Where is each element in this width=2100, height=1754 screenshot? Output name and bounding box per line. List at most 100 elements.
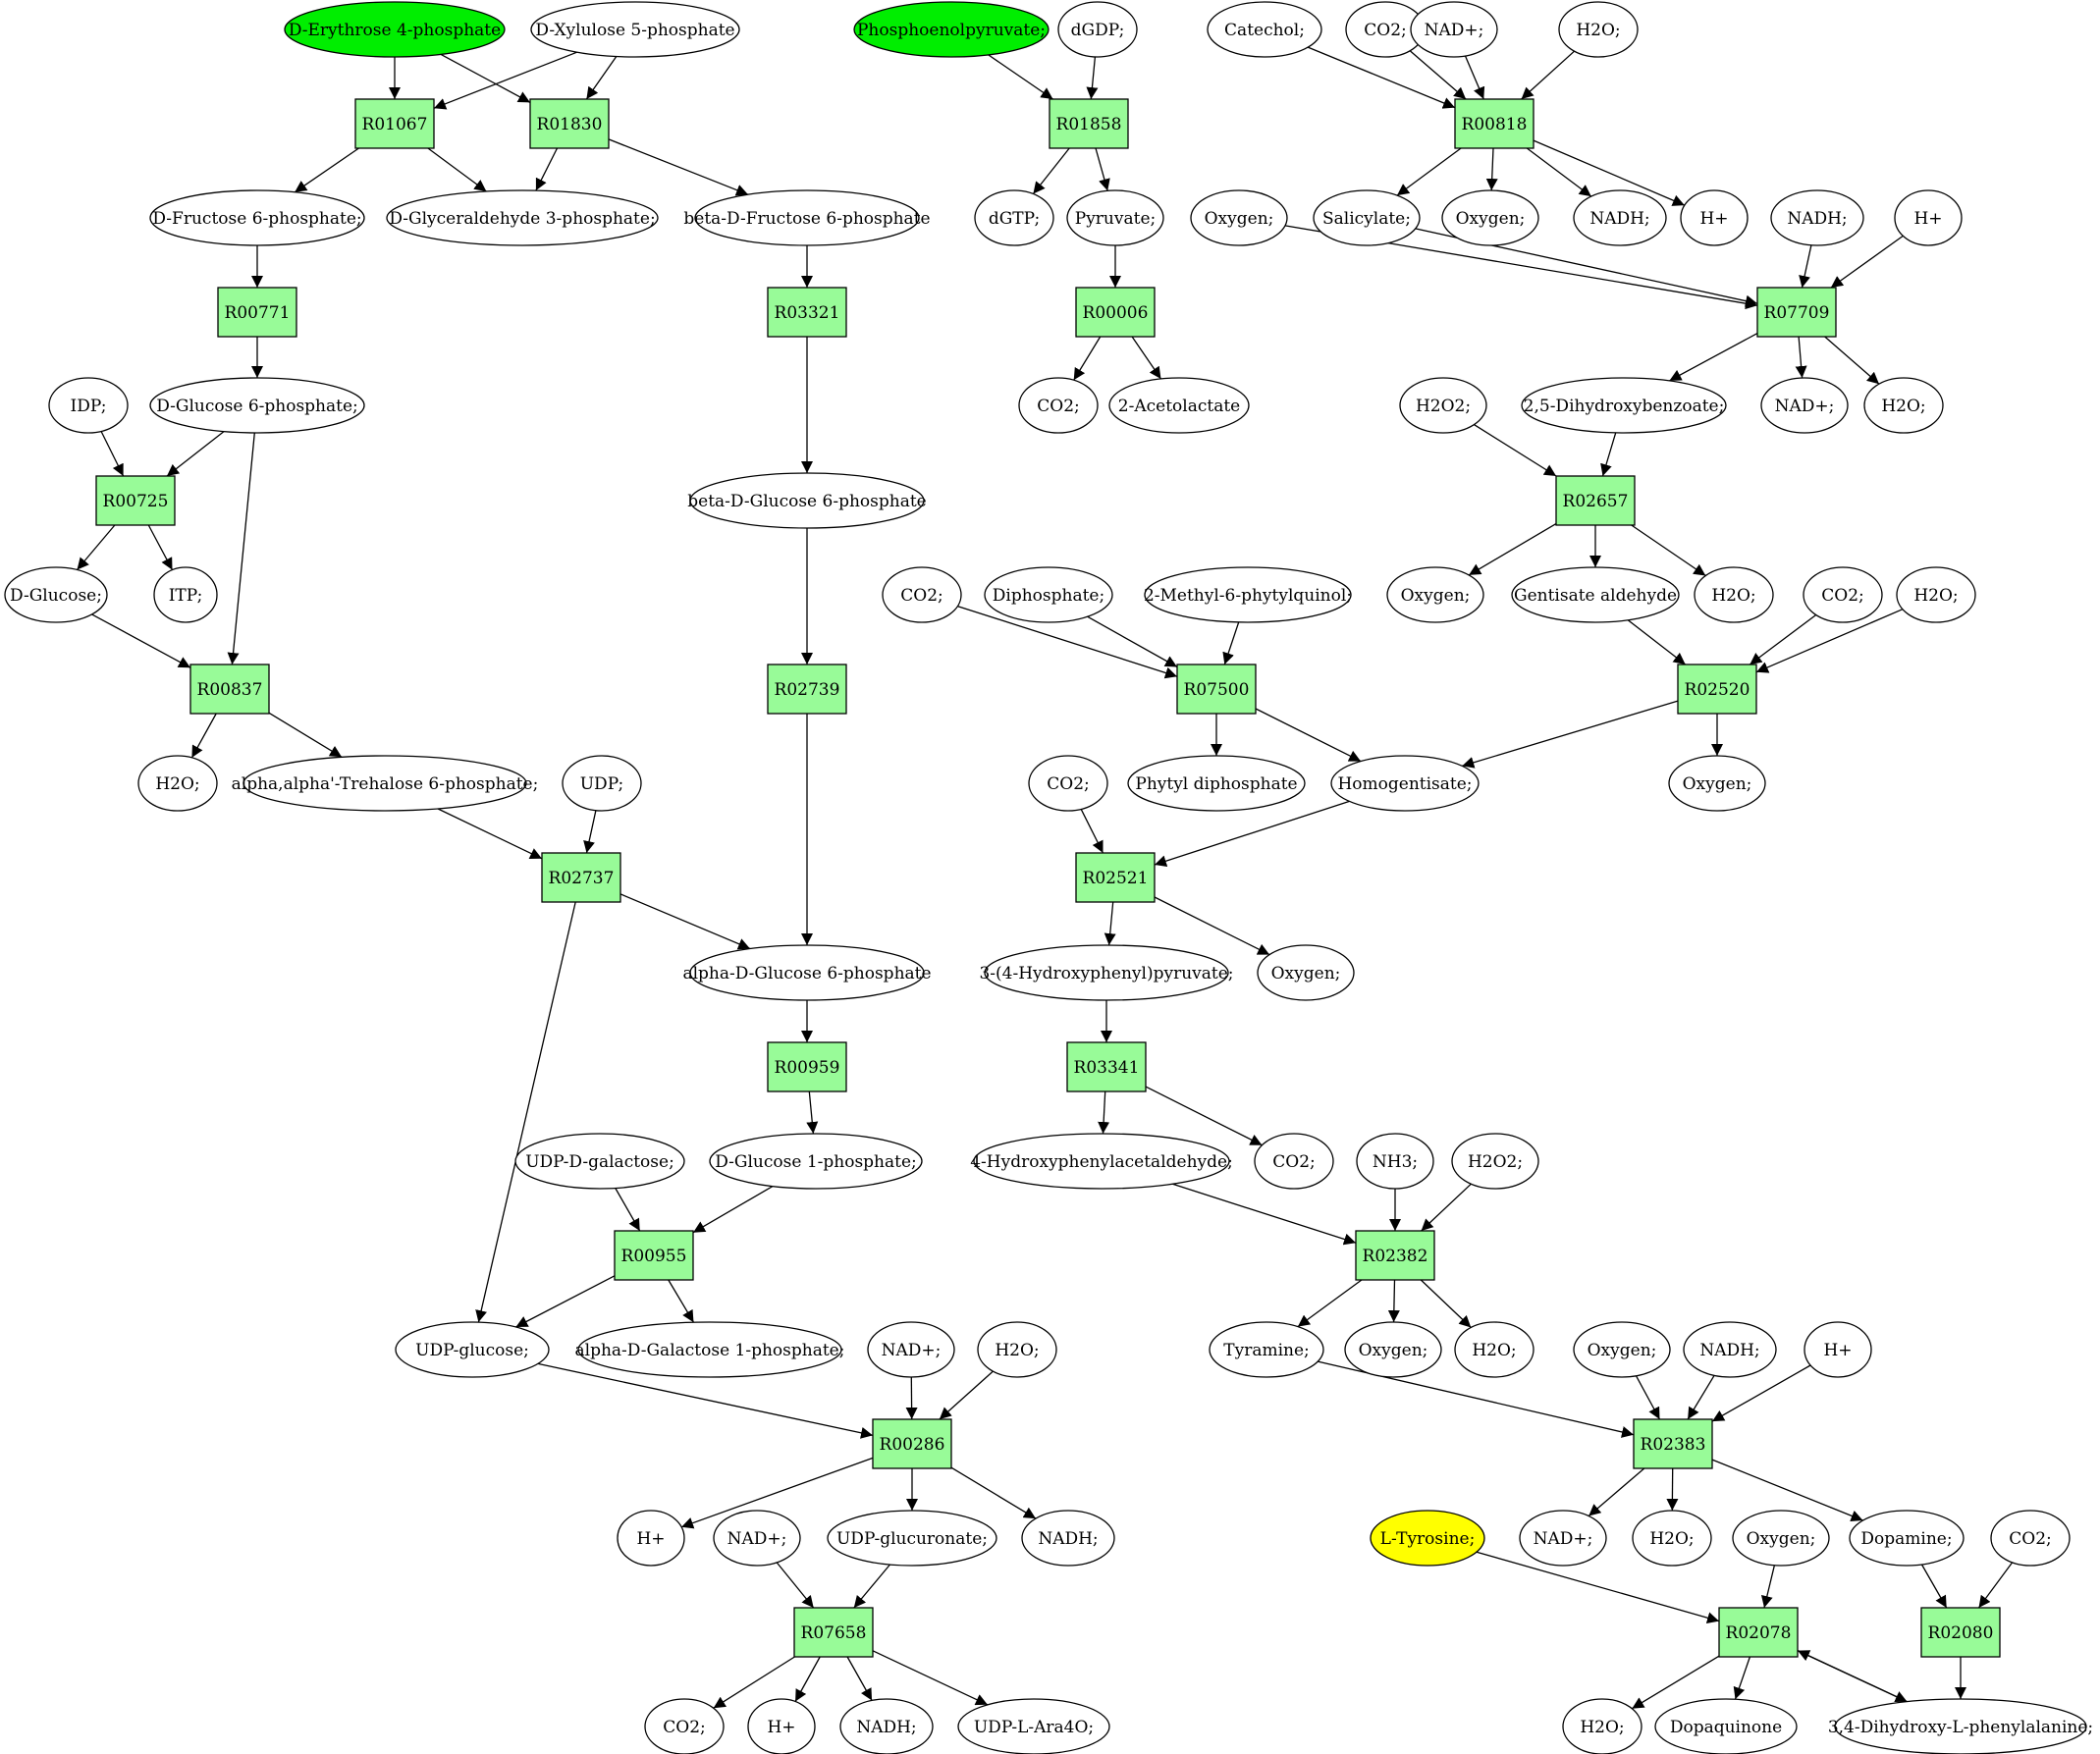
reaction-node-R02521[interactable]: R02521 — [1075, 852, 1156, 903]
reaction-node-R02383[interactable]: R02383 — [1633, 1418, 1713, 1469]
compound-node-co2-r3b[interactable]: CO2; — [1803, 566, 1883, 623]
compound-node-ldopa[interactable]: 3,4-Dihydroxy-L-phenylalanine; — [1828, 1698, 2093, 1754]
compound-node-salicylate[interactable]: Salicylate; — [1313, 189, 1421, 246]
compound-node-dopaquinone[interactable]: Dopaquinone — [1654, 1698, 1798, 1754]
reaction-node-R00818[interactable]: R00818 — [1454, 98, 1535, 149]
compound-node-dgtp[interactable]: dGTP; — [974, 189, 1054, 246]
reaction-node-R01830[interactable]: R01830 — [529, 98, 610, 149]
compound-node-udpgal[interactable]: UDP-D-galactose; — [514, 1133, 685, 1190]
compound-node-h2o-r9[interactable]: H2O; — [1562, 1698, 1642, 1754]
compound-node-co2-top[interactable]: CO2; — [1345, 1, 1426, 58]
reaction-node-R03341[interactable]: R03341 — [1066, 1041, 1147, 1092]
compound-node-oxygen-r7b[interactable]: Oxygen; — [1573, 1321, 1671, 1378]
compound-node-erythrose4p[interactable]: D-Erythrose 4-phosphate — [284, 1, 506, 58]
compound-node-h2o-r3[interactable]: H2O; — [1694, 566, 1774, 623]
compound-node-nadh-r8[interactable]: NADH; — [1021, 1510, 1115, 1567]
reaction-node-R00006[interactable]: R00006 — [1075, 287, 1156, 338]
reaction-node-R02657[interactable]: R02657 — [1555, 475, 1636, 526]
compound-node-dgdp[interactable]: dGDP; — [1057, 1, 1138, 58]
compound-node-udpara4o[interactable]: UDP-L-Ara4O; — [957, 1698, 1110, 1754]
compound-node-h2o-r4[interactable]: H2O; — [137, 755, 218, 812]
reaction-node-R00959[interactable]: R00959 — [767, 1041, 847, 1092]
compound-node-agal1p[interactable]: alpha-D-Galactose 1-phosphate; — [575, 1321, 845, 1378]
reaction-node-R07658[interactable]: R07658 — [793, 1607, 874, 1658]
compound-node-xylulose5p[interactable]: D-Xylulose 5-phosphate — [530, 1, 740, 58]
reaction-node-R02078[interactable]: R02078 — [1718, 1607, 1799, 1658]
compound-node-h2o2-b[interactable]: H2O2; — [1451, 1133, 1539, 1190]
compound-node-co2-r8[interactable]: CO2; — [1990, 1510, 2071, 1567]
compound-node-fructose6p[interactable]: D-Fructose 6-phosphate; — [149, 189, 365, 246]
compound-node-co2-r3[interactable]: CO2; — [882, 566, 962, 623]
compound-node-itp[interactable]: ITP; — [153, 566, 218, 623]
compound-node-nad-r8b[interactable]: NAD+; — [1519, 1510, 1607, 1567]
compound-node-udpglucuronate[interactable]: UDP-glucuronate; — [827, 1510, 997, 1567]
compound-node-co2-r6[interactable]: CO2; — [1254, 1133, 1334, 1190]
compound-node-glyceraldehyde3p[interactable]: D-Glyceraldehyde 3-phosphate; — [386, 189, 659, 246]
reaction-node-R02737[interactable]: R02737 — [541, 852, 621, 903]
compound-node-nad-top[interactable]: NAD+; — [1410, 1, 1498, 58]
compound-node-oxygen-r7[interactable]: Oxygen; — [1344, 1321, 1442, 1378]
reaction-node-R00955[interactable]: R00955 — [614, 1230, 694, 1281]
reaction-node-R02520[interactable]: R02520 — [1677, 664, 1757, 715]
compound-node-h-r1[interactable]: H+ — [1680, 189, 1749, 246]
reaction-node-R00771[interactable]: R00771 — [217, 287, 297, 338]
reaction-node-R00286[interactable]: R00286 — [872, 1418, 952, 1469]
compound-node-h2o-top[interactable]: H2O; — [1558, 1, 1639, 58]
compound-node-h2o-r7[interactable]: H2O; — [977, 1321, 1057, 1378]
compound-node-pyruvate[interactable]: Pyruvate; — [1066, 189, 1164, 246]
compound-node-nad-r2[interactable]: NAD+; — [1760, 377, 1849, 434]
compound-node-h-r1b[interactable]: H+ — [1894, 189, 1963, 246]
compound-node-gentisald[interactable]: Gentisate aldehyde — [1511, 566, 1680, 623]
compound-node-h2o-r7b[interactable]: H2O; — [1454, 1321, 1535, 1378]
compound-node-glucose6p[interactable]: D-Glucose 6-phosphate; — [149, 377, 365, 434]
compound-node-bglucose6p[interactable]: beta-D-Glucose 6-phosphate — [687, 472, 927, 529]
compound-node-oxygen-r1b[interactable]: Oxygen; — [1441, 189, 1539, 246]
compound-node-h2o-r8[interactable]: H2O; — [1632, 1510, 1712, 1567]
compound-node-h-r9[interactable]: H+ — [747, 1698, 816, 1754]
compound-node-homogentisate[interactable]: Homogentisate; — [1330, 755, 1480, 812]
compound-node-idp[interactable]: IDP; — [48, 377, 129, 434]
compound-node-h-r7[interactable]: H+ — [1804, 1321, 1872, 1378]
compound-node-nadh-r7[interactable]: NADH; — [1683, 1321, 1777, 1378]
compound-node-oxygen-r3[interactable]: Oxygen; — [1386, 566, 1484, 623]
compound-node-aglucose6p[interactable]: alpha-D-Glucose 6-phosphate — [682, 944, 932, 1001]
compound-node-nh3[interactable]: NH3; — [1356, 1133, 1434, 1190]
reaction-node-R07500[interactable]: R07500 — [1176, 664, 1257, 715]
compound-node-pep[interactable]: Phosphoenolpyruvate; — [853, 1, 1050, 58]
compound-node-h2o-r2[interactable]: H2O; — [1863, 377, 1944, 434]
reaction-node-R03321[interactable]: R03321 — [767, 287, 847, 338]
compound-node-diphosphate[interactable]: Diphosphate; — [984, 566, 1113, 623]
reaction-node-R07709[interactable]: R07709 — [1756, 287, 1837, 338]
compound-node-nadh-r1[interactable]: NADH; — [1573, 189, 1667, 246]
compound-node-nadh-r1b[interactable]: NADH; — [1770, 189, 1864, 246]
compound-node-dhb[interactable]: 2,5-Dihydroxybenzoate; — [1521, 377, 1727, 434]
compound-node-tyramine[interactable]: Tyramine; — [1209, 1321, 1324, 1378]
compound-node-bfructose6p[interactable]: beta-D-Fructose 6-phosphate — [683, 189, 931, 246]
compound-node-h-r8[interactable]: H+ — [617, 1510, 685, 1567]
compound-node-dglucose[interactable]: D-Glucose; — [4, 566, 108, 623]
compound-node-nad-r7[interactable]: NAD+; — [867, 1321, 955, 1378]
compound-node-h2o2-a[interactable]: H2O2; — [1399, 377, 1487, 434]
compound-node-udpglucose[interactable]: UDP-glucose; — [395, 1321, 550, 1378]
compound-node-dopamine[interactable]: Dopamine; — [1849, 1510, 1965, 1567]
compound-node-h2o-r3b[interactable]: H2O; — [1896, 566, 1976, 623]
compound-node-acetolactate[interactable]: 2-Acetolactate — [1108, 377, 1250, 434]
reaction-node-R00837[interactable]: R00837 — [189, 664, 270, 715]
compound-node-co2-r4[interactable]: CO2; — [1028, 755, 1108, 812]
compound-node-trehalose6p[interactable]: alpha,alpha'-Trehalose 6-phosphate; — [232, 755, 539, 812]
reaction-node-R01067[interactable]: R01067 — [354, 98, 435, 149]
compound-node-oxygen-r5[interactable]: Oxygen; — [1257, 944, 1355, 1001]
reaction-node-R00725[interactable]: R00725 — [95, 475, 176, 526]
compound-node-udp[interactable]: UDP; — [562, 755, 642, 812]
compound-node-hppyruvate[interactable]: 3-(4-Hydroxyphenyl)pyruvate; — [979, 944, 1234, 1001]
compound-node-oxygen-r1[interactable]: Oxygen; — [1190, 189, 1288, 246]
reaction-node-R02739[interactable]: R02739 — [767, 664, 847, 715]
compound-node-catechol[interactable]: Catechol; — [1207, 1, 1322, 58]
compound-node-nadh-r9[interactable]: NADH; — [839, 1698, 934, 1754]
compound-node-ltyrosine[interactable]: L-Tyrosine; — [1370, 1510, 1485, 1567]
compound-node-phytyldp[interactable]: Phytyl diphosphate — [1127, 755, 1306, 812]
reaction-node-R02382[interactable]: R02382 — [1355, 1230, 1435, 1281]
compound-node-glucose1p[interactable]: D-Glucose 1-phosphate; — [709, 1133, 923, 1190]
compound-node-oxygen-r4[interactable]: Oxygen; — [1668, 755, 1766, 812]
compound-node-co2-aceto[interactable]: CO2; — [1018, 377, 1099, 434]
